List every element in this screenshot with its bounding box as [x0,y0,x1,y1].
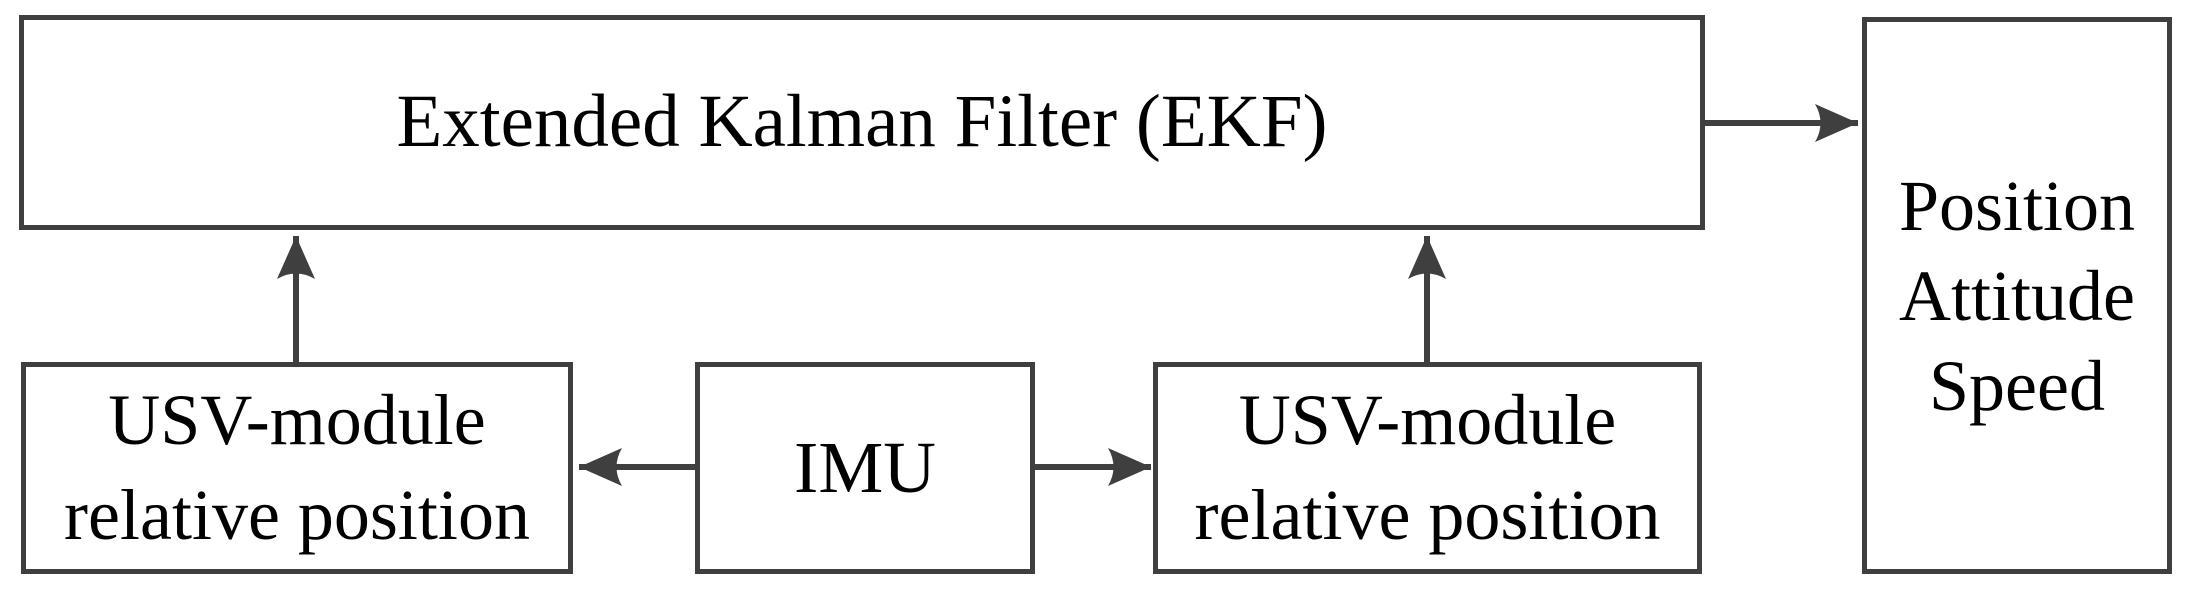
usv-module-right-box: USV-module relative position [1153,362,1702,574]
output-label: Position Attitude Speed [1898,165,2136,426]
imu-box: IMU [695,362,1035,574]
usv-module-right-label: USV-module relative position [1194,380,1661,555]
usv-module-left-label: USV-module relative position [64,380,530,555]
usv-module-left-box: USV-module relative position [21,362,573,574]
output-box: Position Attitude Speed [1862,17,2172,574]
ekf-box: Extended Kalman Filter (EKF) [19,15,1705,230]
imu-label: IMU [794,427,936,509]
ekf-label: Extended Kalman Filter (EKF) [396,80,1328,164]
